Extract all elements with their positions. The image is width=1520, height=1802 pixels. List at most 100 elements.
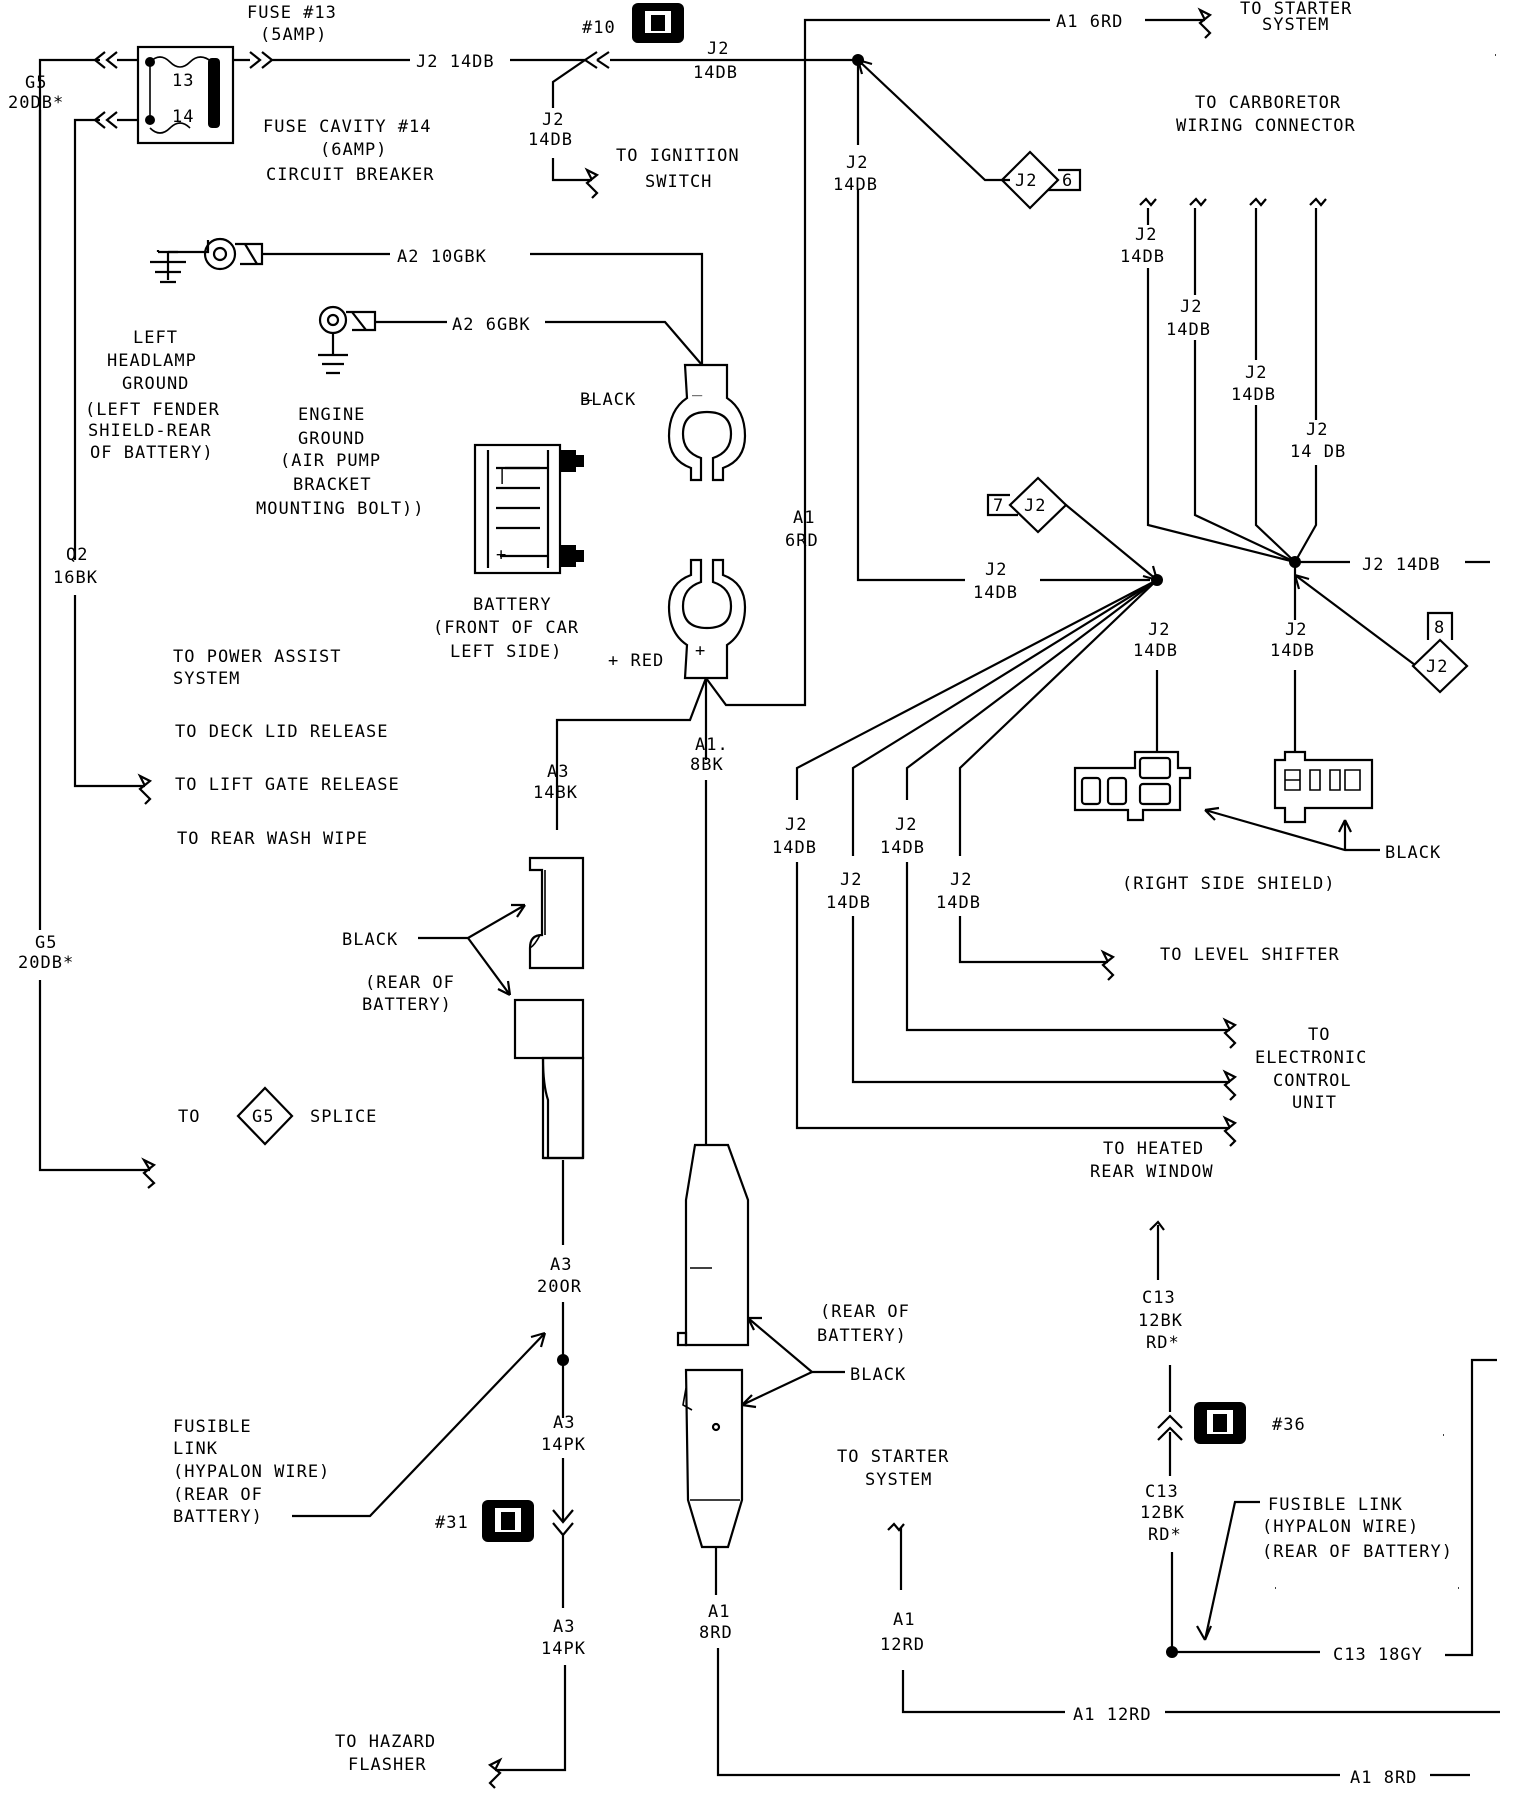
headlamp-label-4: (LEFT FENDER (85, 400, 220, 420)
a3-splice-dot (557, 1354, 569, 1366)
a1-large-connector (676, 1143, 750, 1549)
carb-j2-2a: J2 (1180, 297, 1202, 317)
connector-31-label: #31 (435, 1513, 469, 1533)
carb-j2-2b: 14DB (1166, 320, 1211, 340)
engine-ground-4: BRACKET (293, 475, 372, 495)
g5-splice-diamond: G5 (236, 1086, 294, 1146)
q2-gauge: 16BK (53, 568, 98, 588)
j2-mid-label-a: J2 (985, 560, 1007, 580)
a2-10gbk-label: A2 10GBK (397, 247, 487, 267)
j2-14db-fuse-out: J2 14DB (416, 52, 495, 72)
rear-battery-label-1: (REAR OF (365, 973, 455, 993)
connector-10-label: #10 (582, 18, 616, 38)
connector-31-icon (482, 1500, 534, 1542)
lift-gate-label: TO LIFT GATE RELEASE (175, 775, 400, 795)
branch-j2-3a: J2 (895, 815, 917, 835)
fusible-left-5: BATTERY) (173, 1507, 263, 1527)
a3-20or-1: A3 (550, 1255, 572, 1275)
a1-12rd-vertical-2: 12RD (880, 1635, 925, 1655)
a3-14bk-label-2: 14BK (533, 783, 578, 803)
to-ignition-label-2: SWITCH (645, 172, 712, 192)
j2-s2b: 14DB (1270, 641, 1315, 661)
deck-lid-label: TO DECK LID RELEASE (175, 722, 388, 742)
j2-diamond-6-number: 6 (1062, 171, 1073, 191)
fusible-right-1: FUSIBLE LINK (1268, 1495, 1403, 1515)
branch-j2-2b: 14DB (826, 893, 871, 913)
ecu-label-1: TO (1308, 1025, 1330, 1045)
a1-8bk-label-2: 8BK (690, 755, 724, 775)
right-side-shield-label: (RIGHT SIDE SHIELD) (1122, 874, 1335, 894)
starter-bottom-1: TO STARTER (837, 1447, 949, 1467)
hazard-label-2: FLASHER (348, 1755, 427, 1775)
black-shield-label: BLACK (1385, 843, 1441, 863)
g5-mid-gauge: 20DB* (18, 953, 74, 973)
j2-diamond-7-text: J2 (1024, 496, 1046, 516)
headlamp-label-6: OF BATTERY) (90, 443, 214, 463)
connector-36-icon (1194, 1402, 1246, 1444)
g5-mid-label: G5 (35, 933, 57, 953)
a3-14pk-4: 14PK (541, 1639, 586, 1659)
fusible-left-2: LINK (173, 1439, 218, 1459)
heated-window-2: REAR WINDOW (1090, 1162, 1214, 1182)
engine-ground-1: ENGINE (298, 405, 365, 425)
rear-battery-bottom-1: (REAR OF (820, 1302, 910, 1322)
circuit-breaker-label: CIRCUIT BREAKER (266, 165, 435, 185)
a3-14bk-label-1: A3 (547, 762, 569, 782)
cavity14-amp: (6AMP) (320, 140, 387, 160)
engine-ground-3: (AIR PUMP (280, 451, 381, 471)
battery-plus: + (496, 545, 507, 565)
c13-lower-1: C13 (1145, 1482, 1179, 1502)
c13-upper-3: RD* (1146, 1333, 1180, 1353)
fuse13-title: FUSE #13 (247, 3, 337, 23)
starter-bottom-2: SYSTEM (865, 1470, 932, 1490)
fuse-cavity-14: FUSE CAVITY #14 (263, 117, 432, 137)
connector-36-label: #36 (1272, 1415, 1306, 1435)
positive-terminal-clamp: + (667, 558, 747, 680)
carb-title-2: WIRING CONNECTOR (1176, 116, 1356, 136)
to-starter-top-1: TO STARTER (1240, 0, 1352, 19)
carb-title-1: TO CARBORETOR (1195, 93, 1341, 113)
branch-j2-4a: J2 (950, 870, 972, 890)
minus-symbol: _ (692, 377, 703, 397)
branch-j2-4b: 14DB (936, 893, 981, 913)
j2-14db-right: J2 14DB (1362, 555, 1441, 575)
red-terminal-label: + RED (608, 651, 664, 671)
plus-symbol: + (695, 641, 706, 661)
engine-ground-2: GROUND (298, 429, 365, 449)
j2-label-a-gauge: 14DB (693, 63, 738, 83)
battery-minus: | (497, 465, 508, 485)
j2-label-c: J2 (846, 153, 868, 173)
headlamp-ground-symbol (150, 237, 390, 284)
carb-j2-4a: J2 (1306, 420, 1328, 440)
a1-8bk-label-1: A1. (695, 735, 729, 755)
branch-j2-3b: 14DB (880, 838, 925, 858)
j2-diamond-7: J2 7 (986, 476, 1068, 534)
negative-terminal-clamp: _ (667, 363, 747, 482)
fusible-left-4: (REAR OF (173, 1485, 263, 1505)
a3-14pk-2: 14PK (541, 1435, 586, 1455)
a3-20or-2: 20OR (537, 1277, 582, 1297)
carb-j2-4b: 14 DB (1290, 442, 1346, 462)
a3-14pk-3: A3 (553, 1617, 575, 1637)
headlamp-label-3: GROUND (122, 374, 189, 394)
fusible-right-3: (REAR OF BATTERY) (1262, 1542, 1453, 1562)
j2-s2a: J2 (1285, 620, 1307, 640)
j2-diamond-8-text: J2 (1426, 657, 1448, 677)
headlamp-label-1: LEFT (133, 328, 178, 348)
battery-label: BATTERY (473, 595, 552, 615)
j2-label-b-gauge: 14DB (528, 130, 573, 150)
j2-diamond-6-text: J2 (1015, 171, 1037, 191)
j2-diamond-8-number: 8 (1434, 618, 1445, 638)
engine-ground-symbol (318, 305, 447, 375)
ecu-label-2: ELECTRONIC (1255, 1048, 1367, 1068)
black-bottom-label: BLACK (850, 1365, 906, 1385)
a1-6rd-top: A1 6RD (1056, 12, 1123, 32)
black-conn-label: BLACK (342, 930, 398, 950)
c13-upper-2: 12BK (1138, 1311, 1183, 1331)
a1-6rd-vertical-1: A1 (793, 508, 815, 528)
shield-connector-right (1273, 750, 1374, 824)
rear-battery-label-2: BATTERY) (362, 995, 452, 1015)
c13-18gy-label: C13 18GY (1333, 1645, 1423, 1665)
power-assist-label-2: SYSTEM (173, 669, 240, 689)
j2-s1a: J2 (1148, 620, 1170, 640)
